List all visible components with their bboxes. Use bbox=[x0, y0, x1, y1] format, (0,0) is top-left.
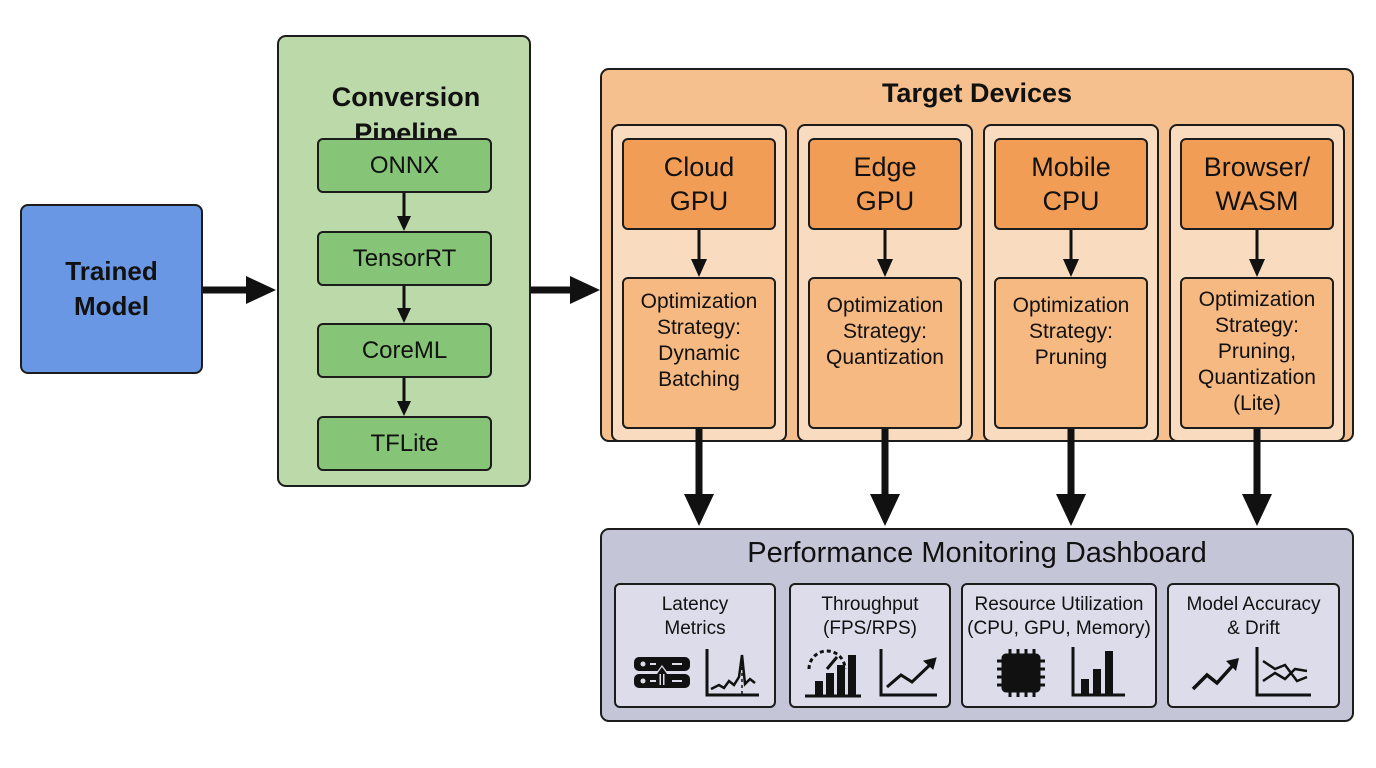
performance-dashboard-title: Performance Monitoring Dashboard bbox=[747, 537, 1207, 569]
target-devices-title: Target Devices bbox=[881, 78, 1073, 108]
panel-resource-label: Resource Utilization (CPU, GPU, Memory) bbox=[967, 594, 1151, 639]
device-browser-wasm: Browser/ WASM bbox=[1180, 138, 1334, 230]
pipeline-step-coreml: CoreML bbox=[317, 323, 492, 378]
server-upload-icon bbox=[634, 657, 690, 688]
trend-up-arrow-icon bbox=[1191, 658, 1239, 691]
arrow-cloud-gpu-to-dashboard bbox=[684, 429, 714, 526]
panel-model-accuracy-drift: Model Accuracy & Drift bbox=[1167, 583, 1340, 708]
trained-model-label: Trained Model bbox=[65, 256, 158, 321]
trained-model-node: Trained Model bbox=[20, 204, 203, 374]
strategy-cloud-gpu: Optimization Strategy: Dynamic Batching bbox=[622, 277, 776, 429]
arrow-pipeline-to-devices bbox=[531, 276, 600, 304]
panel-throughput: Throughput (FPS/RPS) bbox=[789, 583, 951, 708]
arrow-trained-to-pipeline bbox=[203, 276, 276, 304]
pipeline-step-tensorrt: TensorRT bbox=[317, 231, 492, 286]
panel-latency-metrics: Latency Metrics bbox=[614, 583, 776, 708]
strategy-edge-gpu: Optimization Strategy: Quantization bbox=[808, 277, 962, 429]
panel-throughput-label: Throughput (FPS/RPS) bbox=[821, 594, 919, 639]
bar-chart-icon bbox=[1071, 647, 1125, 697]
panel-latency-label: Latency Metrics bbox=[661, 594, 729, 639]
device-cloud-gpu: Cloud GPU bbox=[622, 138, 776, 230]
device-edge-gpu: Edge GPU bbox=[808, 138, 962, 230]
cpu-chip-icon bbox=[997, 649, 1045, 697]
arrow-edge-gpu-to-dashboard bbox=[870, 429, 900, 526]
pipeline-step-onnx: ONNX bbox=[317, 138, 492, 193]
arrow-browser-wasm-to-dashboard bbox=[1242, 429, 1272, 526]
strategy-mobile-cpu: Optimization Strategy: Pruning bbox=[994, 277, 1148, 429]
panel-resource-utilization: Resource Utilization (CPU, GPU, Memory) bbox=[961, 583, 1157, 708]
drift-chart-icon bbox=[1255, 647, 1311, 697]
arrow-mobile-cpu-to-dashboard bbox=[1056, 429, 1086, 526]
speedometer-bars-icon bbox=[805, 649, 861, 698]
strategy-browser-wasm: Optimization Strategy: Pruning, Quantiza… bbox=[1180, 277, 1334, 429]
latency-spike-chart-icon bbox=[705, 649, 759, 697]
trend-up-chart-icon bbox=[879, 649, 937, 697]
panel-accuracy-label: Model Accuracy & Drift bbox=[1186, 594, 1321, 639]
pipeline-step-tflite: TFLite bbox=[317, 416, 492, 471]
device-mobile-cpu: Mobile CPU bbox=[994, 138, 1148, 230]
